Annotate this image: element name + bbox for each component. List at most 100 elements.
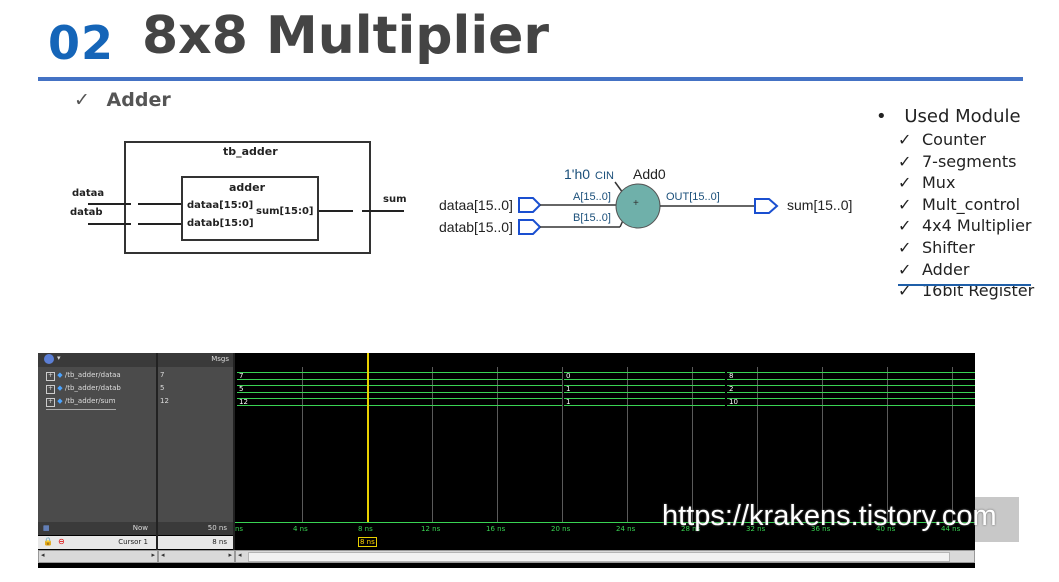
- scroll-left-icon[interactable]: ◂: [161, 551, 165, 559]
- output-port-icon: [754, 198, 779, 214]
- scroll-thumb[interactable]: [248, 552, 950, 562]
- check-icon: ✓: [898, 130, 912, 149]
- watermark-backdrop: [975, 497, 1019, 542]
- module-item: ✓Mux: [898, 173, 956, 193]
- trace-value: 1: [566, 385, 571, 393]
- msg-value-datab: 5: [160, 384, 165, 392]
- cin-label: CIN: [595, 170, 614, 182]
- adder-plus: +: [633, 198, 639, 209]
- scroll-right-icon[interactable]: ▸: [228, 551, 232, 559]
- pin-out-label: OUT[15..0]: [666, 191, 720, 203]
- expand-icon[interactable]: +: [46, 372, 55, 381]
- input-port-b-icon: [518, 219, 542, 235]
- port-sum: sum: [383, 194, 407, 205]
- waveform-window: ▾ Msgs + ◆ /tb_adder/dataa + ◆ /tb_adder…: [38, 353, 975, 568]
- now-label: Now: [132, 524, 148, 532]
- chevron-down-icon[interactable]: ▾: [57, 354, 61, 362]
- scroll-left-icon[interactable]: ◂: [238, 551, 242, 559]
- wire-datab-inner: [138, 223, 181, 225]
- trace-value: 1: [566, 398, 571, 406]
- horizontal-scrollbar[interactable]: ◂ ▸: [158, 550, 235, 563]
- inner-port-dataa: dataa[15:0]: [187, 200, 254, 211]
- wave-horizontal-scrollbar[interactable]: ◂: [235, 550, 975, 563]
- cin-value: 1'h0: [564, 166, 591, 182]
- signal-row-datab[interactable]: + ◆ /tb_adder/datab: [46, 384, 121, 394]
- signal-diamond-icon: ◆: [57, 384, 63, 392]
- trace-value: 7: [239, 372, 244, 380]
- wave-toolbar-icon[interactable]: [44, 354, 54, 364]
- pane-splitter[interactable]: [156, 353, 158, 553]
- active-module-underline: [898, 284, 1031, 286]
- msgs-pane: [158, 367, 233, 522]
- signal-row-dataa[interactable]: + ◆ /tb_adder/dataa: [46, 371, 121, 381]
- scroll-right-icon[interactable]: ▸: [151, 551, 155, 559]
- input-dataa-label: dataa[15..0]: [439, 197, 513, 213]
- pin-b-label: B[15..0]: [573, 212, 611, 224]
- msgs-header: Msgs: [211, 355, 229, 363]
- msg-value-dataa: 7: [160, 371, 165, 379]
- signal-pane-header: ▾: [38, 353, 156, 367]
- module-item-active: ✓Adder: [898, 259, 970, 279]
- wire-dataa-inner: [138, 203, 181, 205]
- now-toolbar-icon[interactable]: ▦: [43, 524, 50, 532]
- wire-sum-inner: [319, 210, 353, 212]
- expand-icon[interactable]: +: [46, 385, 55, 394]
- input-port-a-icon: [518, 197, 542, 213]
- lock-icon[interactable]: 🔒: [43, 537, 53, 546]
- trace-value: 2: [729, 385, 734, 393]
- pane-splitter[interactable]: [233, 353, 235, 553]
- time-tick: 16 ns: [486, 525, 506, 533]
- time-tick: 36 ns: [811, 525, 831, 533]
- bullet-icon: •: [876, 106, 887, 127]
- time-tick: 20 ns: [551, 525, 571, 533]
- rtl-schematic: [518, 181, 779, 235]
- tb-adder-box: [124, 141, 371, 254]
- cursor-label: Cursor 1: [118, 538, 148, 546]
- port-datab: datab: [70, 207, 103, 218]
- used-module-list: • Used Module ✓Counter ✓7-segments ✓Mux …: [876, 106, 1034, 302]
- signal-diamond-icon: ◆: [57, 371, 63, 379]
- module-item: ✓Counter: [898, 130, 986, 149]
- wire-datab-outer: [88, 223, 131, 225]
- time-tick: 24 ns: [616, 525, 636, 533]
- input-datab-label: datab[15..0]: [439, 219, 513, 235]
- trace-value: 10: [729, 398, 738, 406]
- check-icon: ✓: [898, 151, 912, 171]
- title-divider: [38, 77, 1023, 81]
- section-heading-label: Adder: [106, 89, 171, 111]
- time-tick: 8 ns: [358, 525, 373, 533]
- check-icon: ✓: [898, 216, 912, 236]
- module-item: ✓Shifter: [898, 237, 975, 257]
- expand-icon[interactable]: +: [46, 398, 55, 407]
- wire-sum-outer: [362, 210, 404, 212]
- scroll-left-icon[interactable]: ◂: [41, 551, 45, 559]
- check-icon: ✓: [74, 89, 90, 111]
- time-tick: ns: [235, 525, 244, 533]
- check-icon: ✓: [898, 173, 912, 193]
- time-tick: 12 ns: [421, 525, 441, 533]
- inner-port-datab: datab[15:0]: [187, 218, 254, 229]
- cursor-value: 8 ns: [212, 538, 227, 546]
- check-icon: ✓: [898, 259, 912, 279]
- slide-title: 8x8 Multiplier: [142, 6, 550, 66]
- used-module-heading-label: Used Module: [904, 106, 1021, 127]
- time-tick: 28 ns: [681, 525, 701, 533]
- horizontal-scrollbar[interactable]: ◂ ▸: [38, 550, 158, 563]
- trace-value: 8: [729, 372, 734, 380]
- adder-box: [181, 176, 319, 241]
- adder-label: adder: [229, 181, 266, 194]
- remove-cursor-icon[interactable]: ⊖: [58, 537, 65, 546]
- tb-adder-label: tb_adder: [223, 145, 278, 158]
- signal-row-sum[interactable]: + ◆ /tb_adder/sum: [46, 397, 116, 410]
- cursor-row[interactable]: 🔒 ⊖ Cursor 1: [38, 536, 156, 549]
- module-item: ✓4x4 Multiplier: [898, 216, 1032, 236]
- time-tick: 4 ns: [293, 525, 308, 533]
- used-module-heading: • Used Module: [876, 106, 1034, 127]
- instance-name: Add0: [633, 166, 666, 182]
- cursor-marker[interactable]: 8 ns: [358, 537, 377, 547]
- msgs-pane-header: Msgs: [158, 353, 233, 367]
- slide-number: 02: [48, 16, 115, 70]
- now-value: 50 ns: [207, 524, 227, 532]
- trace-value: 0: [566, 372, 571, 380]
- cursor-line[interactable]: [367, 353, 369, 548]
